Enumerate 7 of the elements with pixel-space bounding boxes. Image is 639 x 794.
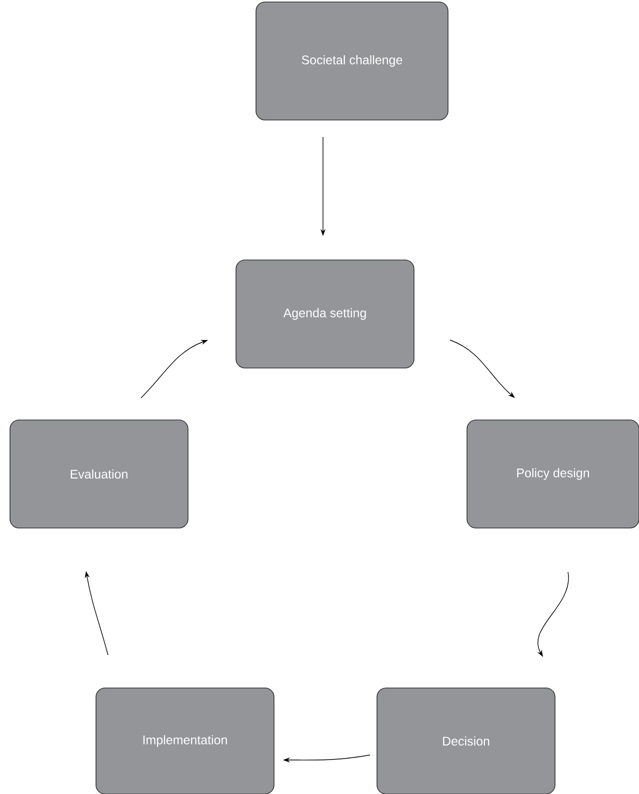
process-box: Policy design: [466, 420, 639, 528]
process-box: Decision: [376, 688, 556, 794]
process-box: Societal challenge: [256, 2, 448, 120]
process-box: Agenda setting: [236, 260, 414, 368]
process-box: Evaluation: [10, 420, 188, 528]
process-box: Implementation: [96, 688, 274, 794]
arrow: [450, 340, 515, 398]
